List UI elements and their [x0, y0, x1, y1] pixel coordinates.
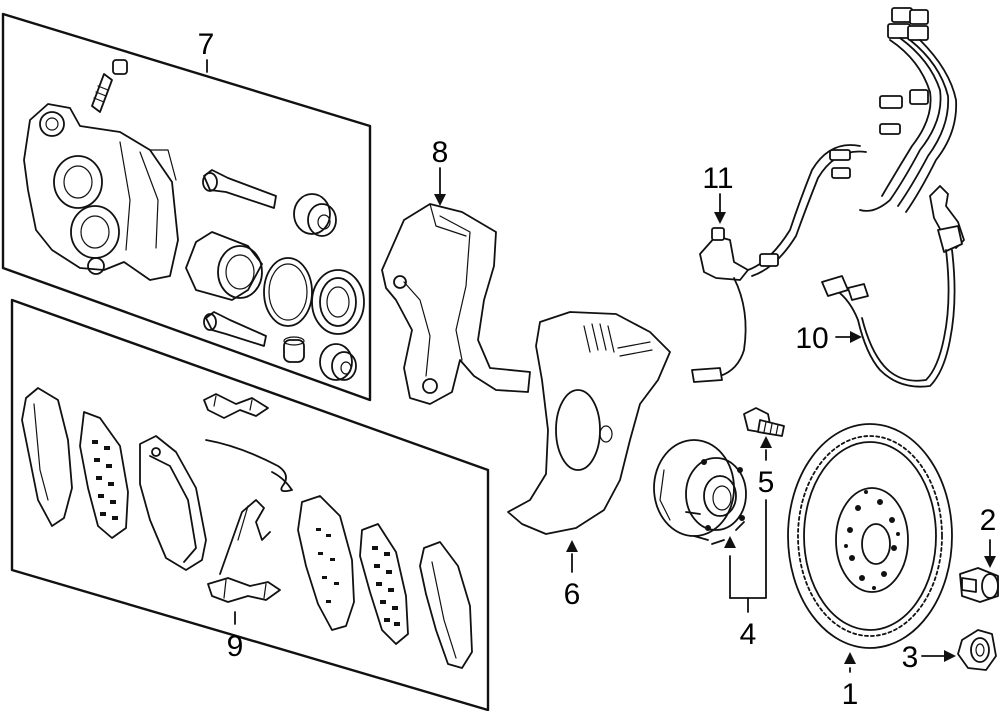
callout-5-arrow	[760, 436, 772, 448]
hub-bearing-assembly: 4	[653, 439, 767, 651]
caliper-kit-frame	[1, 12, 372, 402]
pin-boot-lower	[319, 343, 357, 381]
callout-6-arrow	[566, 540, 578, 552]
pad-shim-outer-left	[21, 387, 73, 527]
wear-sensor: 10	[795, 185, 965, 388]
callout-2-label: 2	[980, 504, 997, 537]
callout-4-bracket	[729, 499, 767, 599]
guide-pin-lower	[203, 311, 267, 347]
callout-5-label: 5	[758, 466, 775, 499]
callout-8-label: 8	[432, 136, 449, 169]
dust-boot	[311, 269, 365, 335]
pad-spring-clip	[219, 499, 271, 575]
splash-shield-vents	[583, 323, 653, 357]
brake-pads-frame	[10, 298, 490, 711]
caliper-kit-group: 7	[1, 12, 372, 402]
pad-shim-outer-right	[419, 541, 473, 669]
callout-10-label: 10	[795, 322, 828, 355]
callout-7-label: 7	[198, 28, 215, 61]
pad-clip-upper	[203, 393, 269, 419]
callout-11-label: 11	[702, 162, 733, 195]
brake-rotor: 1	[787, 423, 953, 711]
splash-shield: 6	[507, 311, 671, 611]
callout-3-arrow	[944, 650, 956, 662]
piston	[185, 231, 263, 301]
pad-shim-perforated-right	[359, 523, 409, 645]
wheel-studs	[685, 511, 745, 545]
harness-connectors	[887, 7, 929, 41]
pad-shim-perforated-left	[79, 411, 129, 539]
callout-3-label: 3	[902, 641, 919, 674]
pad-clip-lower	[207, 577, 281, 603]
bleeder-screw	[91, 59, 128, 113]
pin-bushing	[283, 336, 305, 363]
callout-9-label: 9	[227, 630, 244, 663]
brake-pad-inner	[139, 435, 207, 571]
callout-1-label: 1	[842, 678, 859, 711]
hub-nut: 3	[902, 629, 997, 674]
caliper-body	[23, 103, 179, 281]
pin-boot-upper	[293, 193, 337, 237]
guide-pin-upper	[202, 169, 277, 209]
caliper-bracket: 8	[381, 136, 531, 405]
hub-bolt: 5	[743, 407, 785, 499]
rotor-bolt-holes	[844, 490, 900, 590]
callout-4-label: 4	[740, 618, 757, 651]
callout-4-arrow	[724, 536, 736, 548]
pad-spring-wire	[205, 439, 293, 493]
callout-2-arrow	[984, 556, 996, 568]
rotor-screw: 2	[959, 504, 999, 603]
brake-pad-outer	[297, 495, 355, 631]
callout-6-label: 6	[564, 578, 581, 611]
brake-pads-group: 9	[10, 298, 490, 711]
abs-sensor-harness: 11	[691, 7, 958, 383]
callout-11-arrow	[714, 212, 726, 224]
callout-10-arrow	[850, 331, 862, 343]
piston-seal	[263, 257, 313, 327]
callout-8-arrow	[434, 194, 446, 206]
callout-1-arrow	[844, 652, 856, 664]
